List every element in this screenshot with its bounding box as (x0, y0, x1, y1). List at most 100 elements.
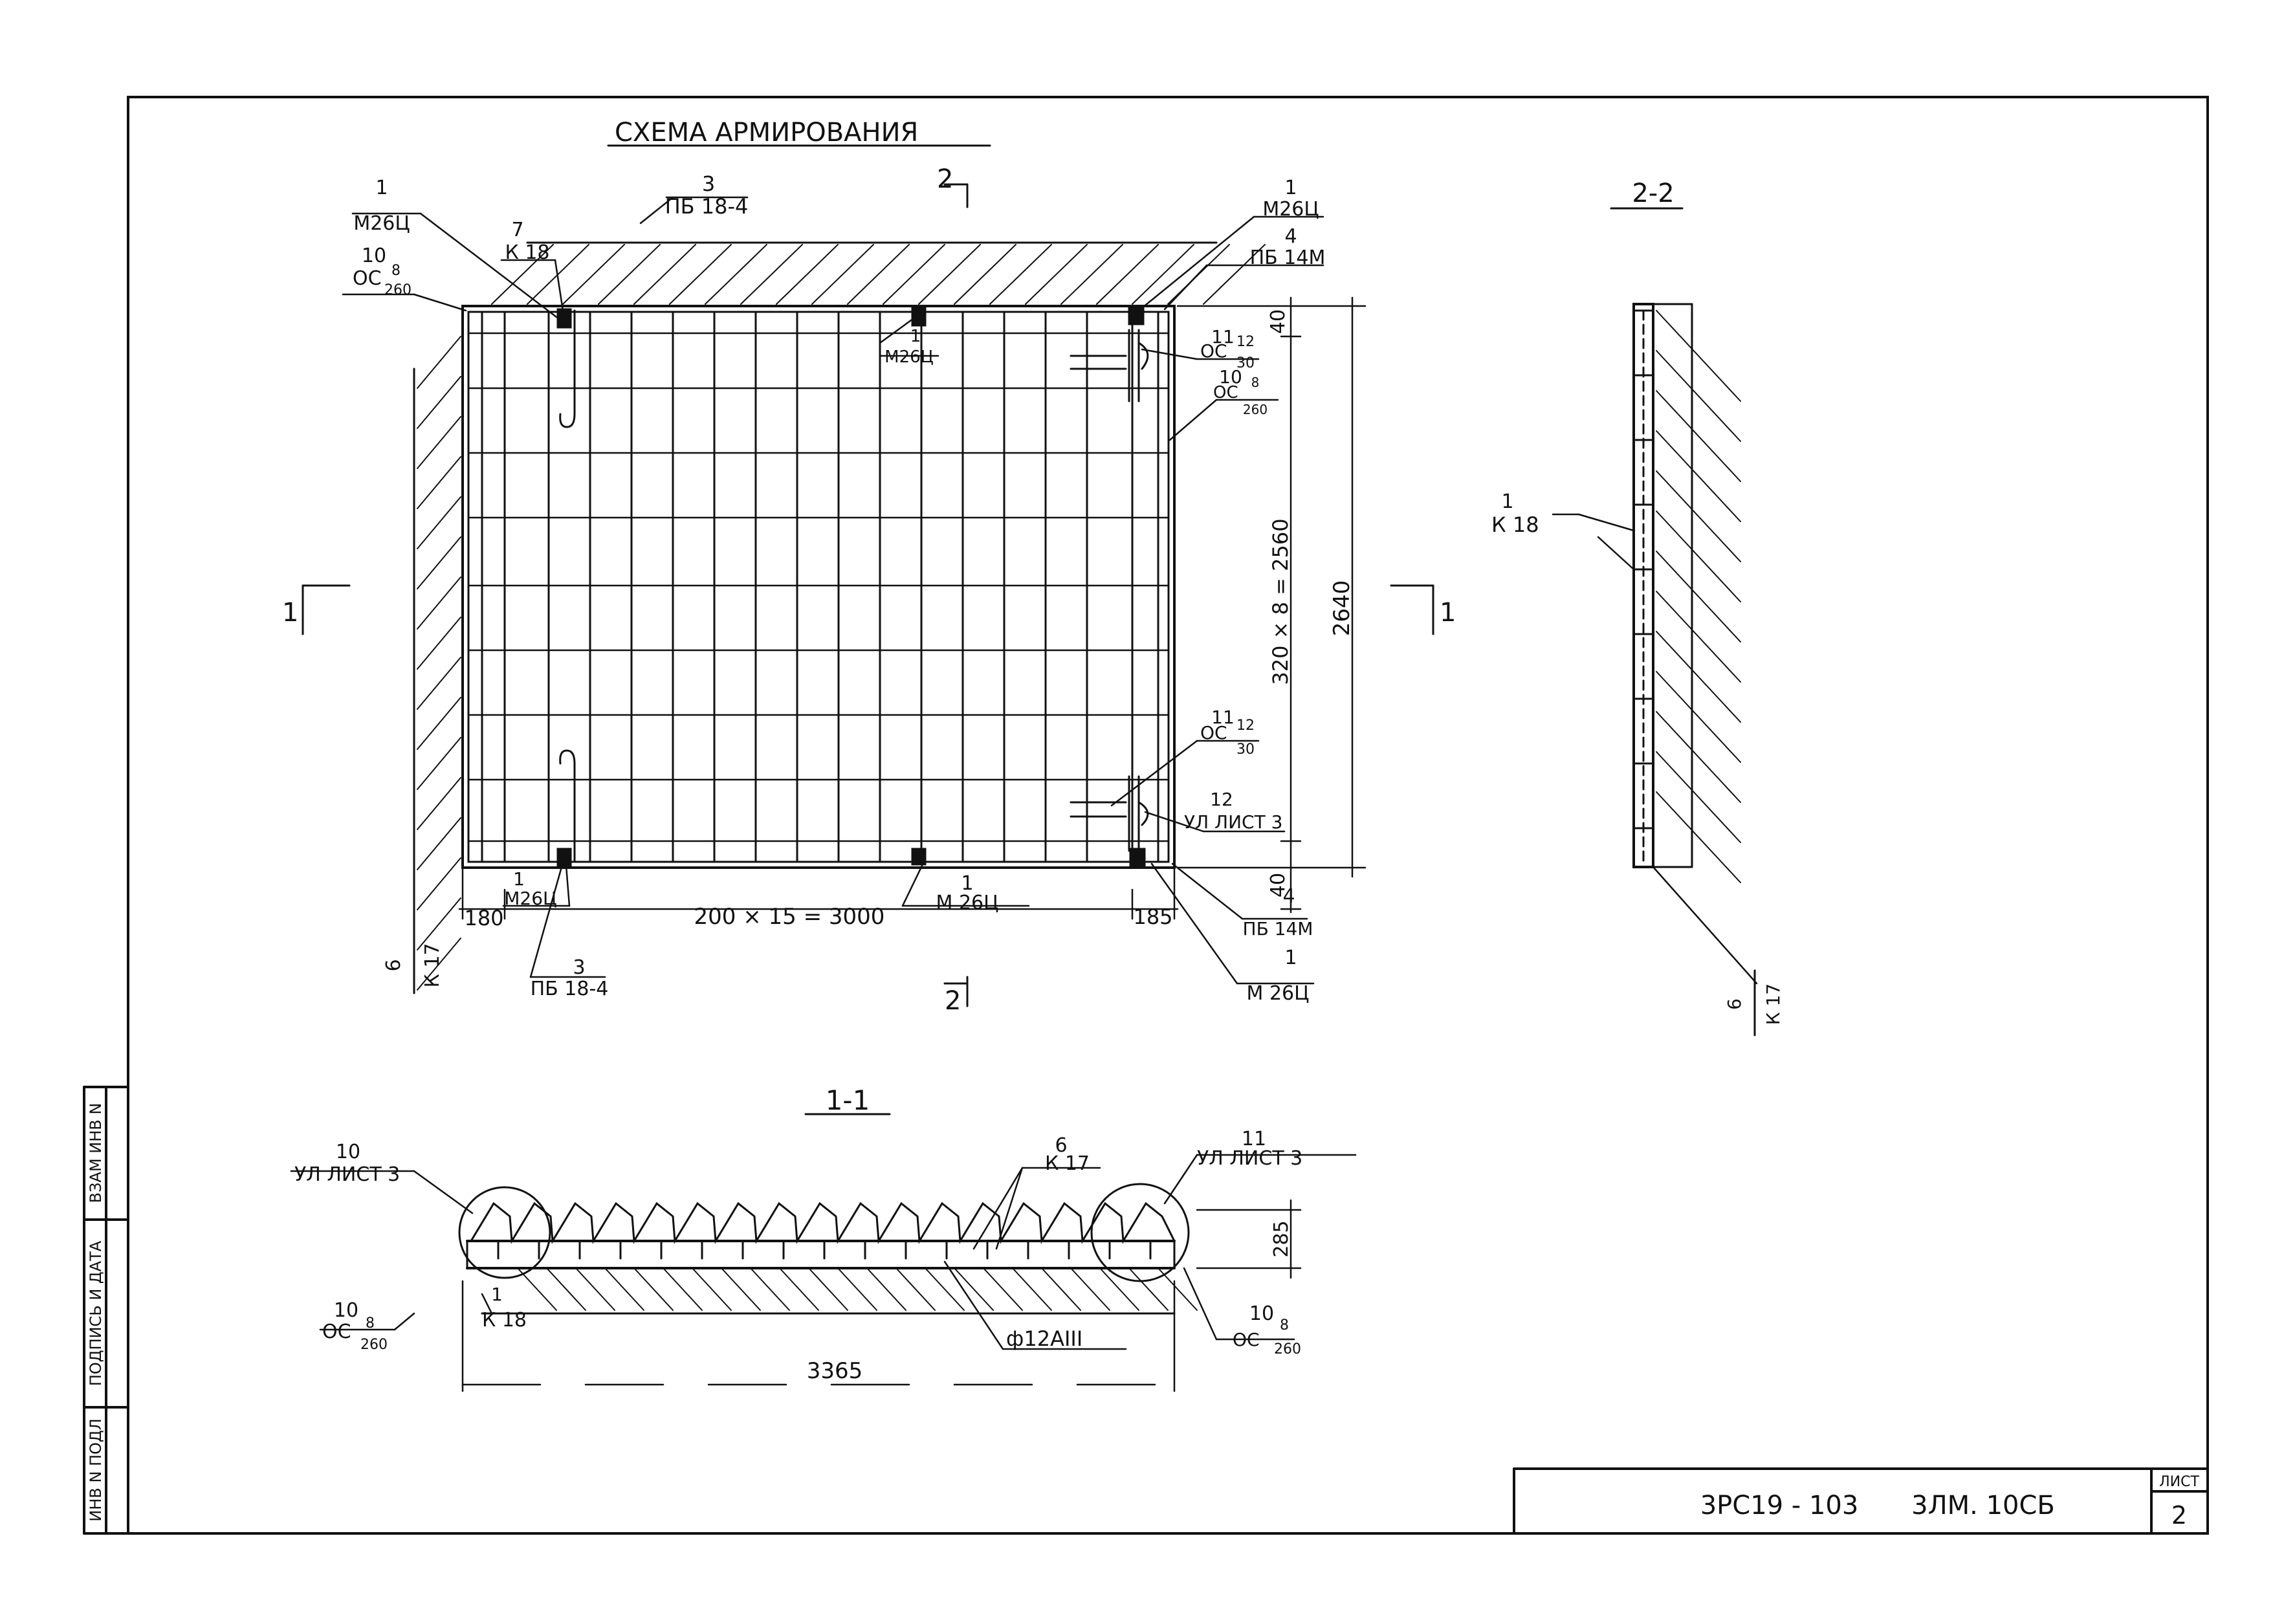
hatch-line (866, 1267, 906, 1311)
cut2-bottom-label: 2 (945, 986, 961, 1016)
hatch-top (491, 244, 1266, 305)
hatch-line (1656, 350, 1741, 442)
s22-k17: К 17 (1762, 983, 1784, 1025)
hatch-line (1096, 244, 1159, 305)
hatch-line (808, 1267, 848, 1311)
plate-outline (461, 305, 1176, 869)
hatch-line (1656, 791, 1741, 883)
hatch-line (1656, 671, 1741, 763)
hatch-line (669, 244, 732, 305)
dim-vert: 320 × 8 = 2560 (1268, 518, 1293, 685)
callout-bl-m26-num: 1 (513, 868, 525, 890)
s11-diameter: ф12АIII (1006, 1326, 1082, 1351)
callout-tl-m26: М26Ц (353, 212, 410, 235)
hatch-line (417, 496, 461, 549)
s11-r-oc-frac-den: 260 (1274, 1341, 1301, 1357)
hatch-line (517, 1267, 557, 1311)
dim-top: 40 (1267, 309, 1290, 334)
s11-r-oc-num: 10 (1249, 1302, 1274, 1325)
hatch-line (925, 1267, 965, 1311)
callout-mid-m26: М26Ц (884, 347, 934, 367)
hatch-line (895, 1267, 936, 1311)
callout-tl-k18-num: 7 (511, 219, 523, 241)
hatch-line (417, 697, 461, 750)
leader-lines (342, 196, 1324, 985)
s11-l-ul: УЛ ЛИСТ 3 (294, 1163, 400, 1186)
hatch-line (417, 456, 461, 509)
hatch-line (750, 1267, 790, 1311)
callout-r-oc11-num: 11 (1211, 326, 1235, 347)
s11-height: 285 (1270, 1220, 1293, 1257)
section-1-1-hatch (517, 1267, 1198, 1311)
hatch-line (546, 1267, 586, 1311)
hatch-line (918, 244, 981, 305)
cut1-right-label: 1 (1440, 598, 1456, 628)
lifting-loops (559, 309, 1149, 862)
callout-bl-m26: М26Ц (504, 888, 557, 909)
hatch-line (705, 244, 767, 305)
hatch-line (1656, 751, 1741, 843)
callout-br-m26: М 26Ц (1247, 982, 1310, 1005)
hatch-line (1203, 244, 1266, 305)
hatch-line (417, 617, 461, 670)
callout-r-oc10-num: 10 (1219, 366, 1242, 388)
hatch-line (1656, 390, 1741, 482)
hatch-line (575, 1267, 615, 1311)
hatch-line (633, 1267, 674, 1311)
hatch-line (417, 938, 461, 991)
callout-bm-m26: М 26Ц (936, 892, 999, 914)
sheet-frame (83, 96, 2209, 1535)
hatch-line (779, 1267, 819, 1311)
hatch-line (811, 244, 874, 305)
hatch-line (721, 1267, 761, 1311)
section-2-2: 2-2 1 К 18 6 К 17 (1491, 179, 1784, 1037)
s11-k18-num: 1 (491, 1284, 503, 1305)
hatch-line (776, 244, 839, 305)
hatch-line (1656, 631, 1741, 723)
callout-bm-m26-num: 1 (961, 872, 973, 895)
hatch-line (1132, 244, 1194, 305)
mesh-vertical-bars (481, 311, 1159, 863)
hatch-line (417, 657, 461, 710)
callout-br-m26-num: 1 (1284, 947, 1297, 969)
section-1-1-title: 1-1 (826, 1084, 870, 1116)
s22-k17-num: 6 (1724, 998, 1745, 1010)
hatch-line (1041, 1267, 1081, 1311)
cut1-left-label: 1 (282, 598, 298, 628)
hatch-line (417, 857, 461, 910)
s11-k17: К 17 (1045, 1152, 1090, 1175)
sheet-label: ЛИСТ (2159, 1474, 2199, 1490)
hatch-line (417, 737, 461, 790)
callout-rb-ul: УЛ ЛИСТ 3 (1184, 811, 1282, 833)
callout-br-pb-num: 4 (1282, 885, 1295, 908)
hatch-line (417, 897, 461, 950)
hatch-line (417, 817, 461, 870)
s11-r-ul-num: 11 (1242, 1128, 1266, 1150)
s11-l-ul-num: 10 (336, 1141, 360, 1163)
dim-left: 180 (464, 906, 503, 930)
callout-rb-ul-num: 12 (1210, 789, 1233, 810)
hatch-line (491, 244, 554, 305)
s11-r-oc-frac-num: 8 (1280, 1317, 1289, 1333)
callout-top-pb-num: 3 (702, 171, 715, 196)
callout-rb-oc11-num: 11 (1211, 707, 1235, 728)
callout-rb-oc11-frac-num: 12 (1236, 718, 1255, 734)
hatch-line (989, 244, 1052, 305)
callout-left-k17-num: 6 (382, 959, 405, 971)
plan-view: 1 1 2 2 1 М26Ц 7 К 18 10 ОС 8 260 3 ПБ 1… (282, 164, 1456, 1016)
hatch-line (1656, 551, 1741, 642)
hatch-line (1128, 1267, 1169, 1311)
hatch-line (663, 1267, 703, 1311)
callout-bl-pb-num: 3 (573, 956, 585, 979)
callout-br-pb: ПБ 14М (1243, 918, 1313, 939)
stamp-inv-label: ИНВ N ПОДЛ (87, 1418, 105, 1521)
hatch-line (417, 536, 461, 589)
hatch-line (1656, 430, 1741, 522)
detail-circle-left (458, 1186, 551, 1279)
dim-bottom: 40 (1267, 873, 1290, 897)
dim-span: 200 × 15 = 3000 (694, 904, 885, 930)
hatch-line (1025, 244, 1088, 305)
hatch-line (883, 244, 945, 305)
callout-tl-oc-num: 10 (362, 245, 386, 267)
